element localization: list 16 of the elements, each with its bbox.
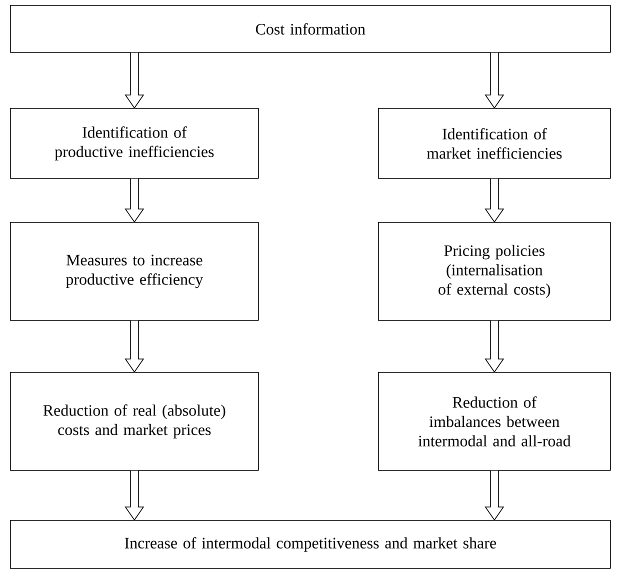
arrow [484,52,504,109]
process-box: Reduction of real (absolute) costs and market prices [10,372,259,471]
arrow [484,178,504,223]
process-box: Pricing policies (internalisation of external costs) [378,222,611,321]
arrow [484,320,504,373]
process-box: Reduction of imbalances between intermodal and all-road [378,372,611,471]
process-box: Measures to increase productive efficiency [10,222,259,321]
process-box: Increase of intermodal competitiveness and market share [10,520,611,569]
arrow [124,178,144,223]
process-box: Cost information [10,5,611,53]
arrow [124,470,144,521]
process-box: Identification of productive inefficiencies [10,108,259,179]
arrow [124,320,144,373]
arrow [124,52,144,109]
process-box: Identification of market inefficiencies [378,108,611,179]
arrow [484,470,504,521]
